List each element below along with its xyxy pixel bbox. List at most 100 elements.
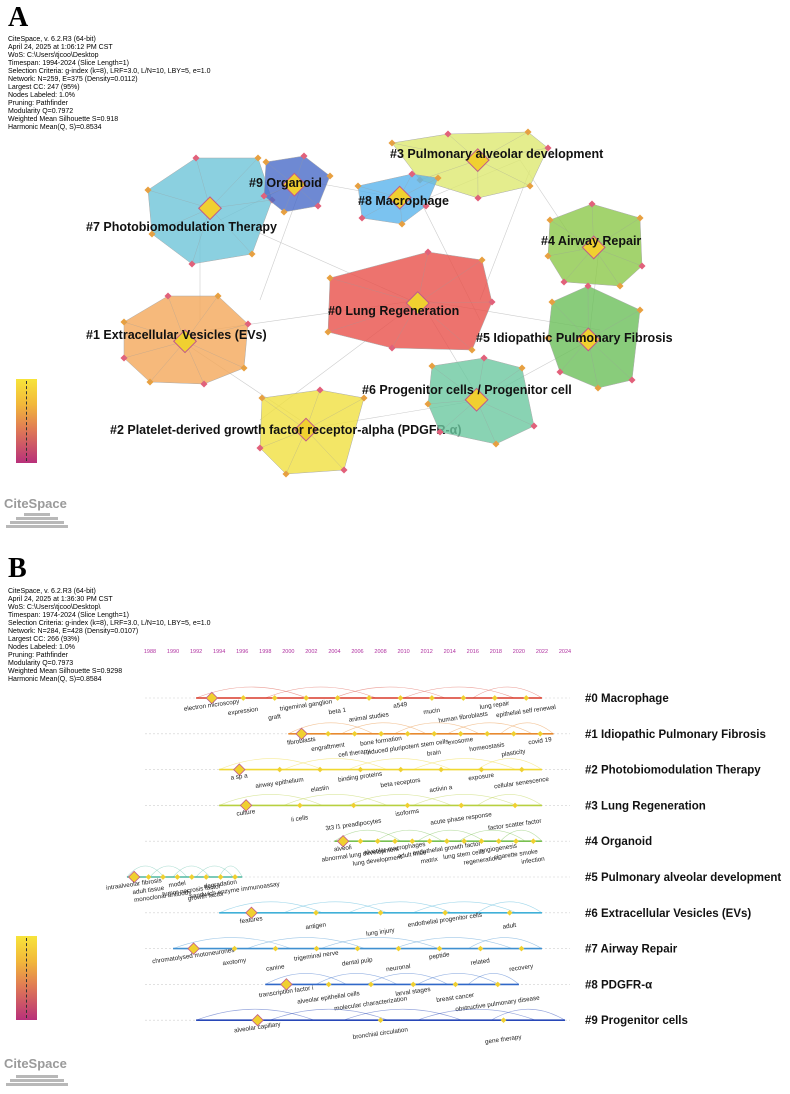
timeline-term: adult xyxy=(502,922,517,931)
citation-arc xyxy=(417,973,498,984)
timeline-node xyxy=(189,874,195,880)
panel-a-cluster-network: #0 Lung Regeneration#1 Extracellular Ves… xyxy=(0,0,790,520)
citation-arc xyxy=(376,830,442,841)
timeline-node xyxy=(519,767,525,773)
year-tick: 1998 xyxy=(259,649,271,655)
timeline-node xyxy=(326,982,332,988)
timeline-node xyxy=(352,731,358,737)
citation-arc xyxy=(477,794,542,805)
logo-text: CiteSpace xyxy=(4,1056,74,1071)
timeline-term: binding proteins xyxy=(338,771,383,784)
timeline-node xyxy=(458,803,464,809)
timeline-term: neuronal xyxy=(386,963,411,973)
citation-arc xyxy=(417,1009,535,1020)
timeline-term: trigeminal nerve xyxy=(294,949,340,962)
citation-arc xyxy=(265,687,376,698)
citation-arc xyxy=(150,866,187,877)
year-tick: 2020 xyxy=(513,649,525,655)
timeline-node xyxy=(437,946,443,952)
timeline-node xyxy=(478,946,484,952)
timeline-term: recovery xyxy=(509,963,535,973)
timeline-node xyxy=(461,695,467,701)
cluster-label: #5 Idiopathic Pulmonary Fibrosis xyxy=(476,331,673,345)
timeline-node xyxy=(358,838,364,844)
citation-arc xyxy=(468,973,519,984)
timeline-term: plasticity xyxy=(501,748,527,758)
timeline-term: homeostasis xyxy=(469,741,505,753)
timeline-node xyxy=(431,731,437,737)
timeline-node xyxy=(303,695,309,701)
timeline-term: expression xyxy=(227,706,259,717)
panelB-meta-line: WoS: C:\Users\tjcoo\Desktop\ xyxy=(8,604,211,612)
timeline-node xyxy=(453,982,459,988)
year-tick: 2006 xyxy=(351,649,363,655)
timeline-node xyxy=(392,838,398,844)
cluster-label: #7 Photobiomodulation Therapy xyxy=(86,220,277,234)
timeline-term: lung injury xyxy=(366,927,396,938)
timeline-term: matrix xyxy=(420,856,439,865)
timeline-term: animal studies xyxy=(348,711,389,724)
timeline-node xyxy=(325,731,331,737)
timeline-cluster-label: #0 Macrophage xyxy=(585,693,669,705)
citation-arc xyxy=(413,794,516,805)
timeline-node xyxy=(496,838,502,844)
timeline-node xyxy=(484,731,490,737)
citation-arc xyxy=(477,759,542,770)
cluster-label: #3 Pulmonary alveolar development xyxy=(390,147,604,161)
citation-arc xyxy=(219,759,322,770)
timeline-node xyxy=(519,946,525,952)
timeline-term: canine xyxy=(266,963,286,973)
timeline-term: 3t3 l1 preadipocytes xyxy=(325,818,382,833)
citation-arc xyxy=(219,866,242,877)
citation-arc xyxy=(284,759,387,770)
timeline-node xyxy=(405,803,411,809)
cluster-label: #1 Extracellular Vesicles (EVs) xyxy=(86,328,267,342)
timeline-term: acute phase response xyxy=(430,811,493,827)
timeline-cluster-label: #2 Photobiomodulation Therapy xyxy=(585,765,761,777)
timeline-term: infection xyxy=(521,856,546,866)
citation-arc xyxy=(284,902,387,913)
timeline-term: larval stages xyxy=(395,986,431,998)
timeline-cluster-label: #9 Progenitor cells xyxy=(585,1015,688,1027)
panel-a-color-legend xyxy=(16,379,37,463)
timeline-term: human fibroblasts xyxy=(438,711,488,725)
timeline-term: beta 1 xyxy=(328,707,347,716)
timeline-term: graft xyxy=(268,713,282,722)
year-tick: 1992 xyxy=(190,649,202,655)
citation-arc xyxy=(500,830,542,841)
timeline-term: airway epithelium xyxy=(255,776,304,790)
panel-a-citespace-logo: CiteSpace xyxy=(4,496,74,538)
timeline-term: elastin xyxy=(310,784,329,794)
citation-arc xyxy=(247,938,365,949)
year-tick: 2022 xyxy=(536,649,548,655)
citation-arc xyxy=(413,759,516,770)
timeline-node xyxy=(429,695,435,701)
year-tick: 2014 xyxy=(444,649,456,655)
panel-b-letter: B xyxy=(8,553,27,585)
timeline-cluster-label: #3 Lung Regeneration xyxy=(585,800,706,812)
timeline-node xyxy=(240,695,246,701)
timeline-node xyxy=(458,731,464,737)
timeline-cluster-label: #1 Idiopathic Pulmonary Fibrosis xyxy=(585,729,766,741)
timeline-term: factor scatter factor xyxy=(488,818,542,832)
year-tick: 2016 xyxy=(467,649,479,655)
timeline-node xyxy=(273,946,279,952)
citation-arc xyxy=(196,866,233,877)
timeline-node xyxy=(405,731,411,737)
timeline-term: a549 xyxy=(393,701,408,710)
panel-b-color-legend xyxy=(16,936,37,1020)
timeline-node xyxy=(175,874,181,880)
panel-b-citespace-logo: CiteSpace xyxy=(4,1056,74,1094)
timeline-node xyxy=(378,731,384,737)
timeline-term: peptide xyxy=(429,951,451,961)
timeline-node xyxy=(511,731,517,737)
timeline-term: features xyxy=(239,915,263,925)
cluster-label: #4 Airway Repair xyxy=(541,234,641,248)
timeline-term: beta receptors xyxy=(380,777,421,790)
timeline-term: bronchial circulation xyxy=(352,1026,409,1041)
timeline-node xyxy=(368,982,374,988)
year-tick: 1994 xyxy=(213,649,225,655)
timeline-cluster-label: #8 PDGFR-α xyxy=(585,979,652,991)
timeline-term: breast cancer xyxy=(436,992,475,1004)
